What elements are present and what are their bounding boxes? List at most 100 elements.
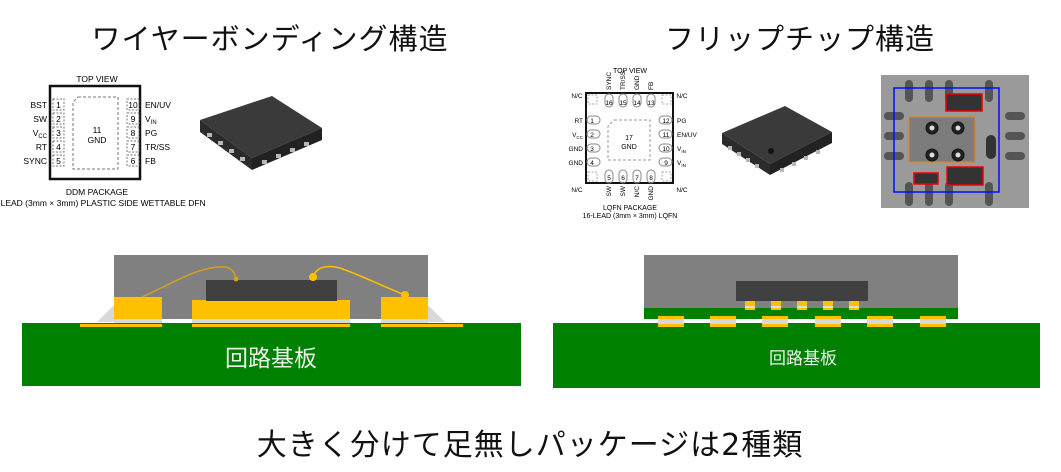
- solder-bump: [823, 301, 833, 310]
- pin-pad: [658, 157, 673, 167]
- pin-number: 10: [128, 100, 138, 110]
- lqfn-center-number: 17: [625, 135, 633, 142]
- ddm-center-label: GND: [88, 135, 107, 145]
- pin-label: GND: [634, 75, 641, 90]
- solder-fillet: [428, 305, 445, 322]
- summary-caption: 大きく分けて足無しパッケージは2種類: [256, 428, 804, 463]
- pin-label: VIN: [145, 114, 157, 126]
- board-pad: [710, 324, 736, 327]
- lqfn-exposed-pad: [607, 119, 651, 161]
- ddm-pinout-diagram: TOP VIEW 11 GND DDM PACKAGE 10-LEAD (3mm…: [0, 74, 206, 208]
- pin-label: GND: [569, 146, 584, 153]
- pin-pad: [126, 126, 140, 139]
- board-pad: [658, 324, 684, 327]
- pin-number: 1: [590, 118, 594, 125]
- pin-label: N/C: [634, 186, 641, 198]
- pin-label: GND: [648, 186, 655, 201]
- pin-label: VIN: [677, 160, 686, 168]
- board-pad: [920, 324, 946, 327]
- die: [206, 280, 337, 301]
- pin-label: TR/SS: [145, 142, 170, 152]
- pin-pad: [618, 169, 628, 184]
- pin-number: 1: [56, 100, 61, 110]
- package-substrate: [644, 308, 958, 319]
- solder-bump: [745, 301, 755, 310]
- pin-number: 8: [131, 128, 136, 138]
- lqfn-package-name: LQFN PACKAGE: [603, 205, 657, 212]
- pin-number: 6: [131, 156, 136, 166]
- substrate-pad: [920, 316, 946, 319]
- pin-label: FB: [145, 156, 156, 166]
- substrate-pad: [658, 316, 684, 319]
- pin-pad: [646, 93, 656, 108]
- solder-joint: [710, 319, 736, 324]
- xray-photo: [881, 75, 1029, 208]
- pin-number: 8: [649, 175, 653, 182]
- pin-pad: [618, 93, 628, 108]
- pin-pad: [586, 157, 601, 167]
- pin-pad: [52, 154, 65, 167]
- pin-label: SYNC: [23, 156, 47, 166]
- pin-label: SW: [620, 185, 627, 196]
- dfn-package-render: [200, 96, 322, 170]
- lqfn-package-description: 16-LEAD (3mm × 3mm) LQFN: [583, 213, 678, 220]
- substrate-pad: [815, 316, 841, 319]
- pin-label: PG: [677, 118, 686, 125]
- pin-label: PG: [145, 128, 157, 138]
- lqfn-corner-nc: N/C: [571, 187, 583, 194]
- pin-pad: [126, 112, 140, 125]
- wire-bonding-cross-section: 回路基板: [22, 255, 521, 386]
- pin-number: 3: [56, 128, 61, 138]
- wire-bonding-title: ワイヤーボンディング構造: [91, 22, 449, 56]
- solder-fillet: [97, 305, 114, 322]
- pin-label: EN/UV: [145, 100, 171, 110]
- lead-pad: [114, 297, 162, 319]
- pin-pad: [52, 126, 65, 139]
- pin-pad: [52, 98, 65, 111]
- substrate-pad: [867, 316, 893, 319]
- pin-label: EN/UV: [677, 132, 698, 139]
- ddm-exposed-pad: [72, 96, 119, 170]
- solder-joint: [867, 319, 893, 324]
- corner-pad: [661, 94, 672, 105]
- circuit-board: [553, 323, 1040, 388]
- lqfn-top-view-label: TOP VIEW: [613, 68, 647, 75]
- pin-number: 12: [662, 118, 670, 125]
- pin-label: RT: [574, 118, 583, 125]
- pin-pad: [632, 93, 642, 108]
- die: [736, 281, 868, 301]
- board-label: 回路基板: [225, 346, 317, 372]
- board-pad: [762, 324, 788, 327]
- circuit-board: [22, 323, 521, 386]
- pin-number: 9: [131, 114, 136, 124]
- pin-pad: [586, 115, 601, 125]
- pin-pad: [586, 143, 601, 153]
- pin-pad: [52, 112, 65, 125]
- solder-bump: [771, 301, 781, 310]
- pin-number: 2: [56, 114, 61, 124]
- pin-pad: [604, 169, 614, 184]
- pin-number: 4: [56, 142, 61, 152]
- pin-label: SW: [606, 185, 613, 196]
- flip-chip-title: フリップチップ構造: [664, 22, 936, 56]
- pin-label: VCC: [572, 132, 584, 140]
- pin-number: 6: [621, 175, 625, 182]
- pin-number: 7: [635, 175, 639, 182]
- pin-pad: [126, 154, 140, 167]
- pin-number: 14: [633, 100, 641, 107]
- pin-number: 5: [56, 156, 61, 166]
- pin-pad: [658, 129, 673, 139]
- pin-pad: [658, 115, 673, 125]
- pin-pad: [586, 129, 601, 139]
- solder-bump: [849, 301, 859, 310]
- pin-number: 13: [647, 100, 655, 107]
- substrate-pad: [762, 316, 788, 319]
- board-pad: [867, 324, 893, 327]
- pin-pad: [658, 143, 673, 153]
- lqfn-corner-nc: N/C: [676, 93, 688, 100]
- corner-pad: [587, 94, 598, 105]
- pin-number: 5: [607, 175, 611, 182]
- lqfn-package-outline: [585, 92, 674, 184]
- pin1-marker: [768, 148, 774, 154]
